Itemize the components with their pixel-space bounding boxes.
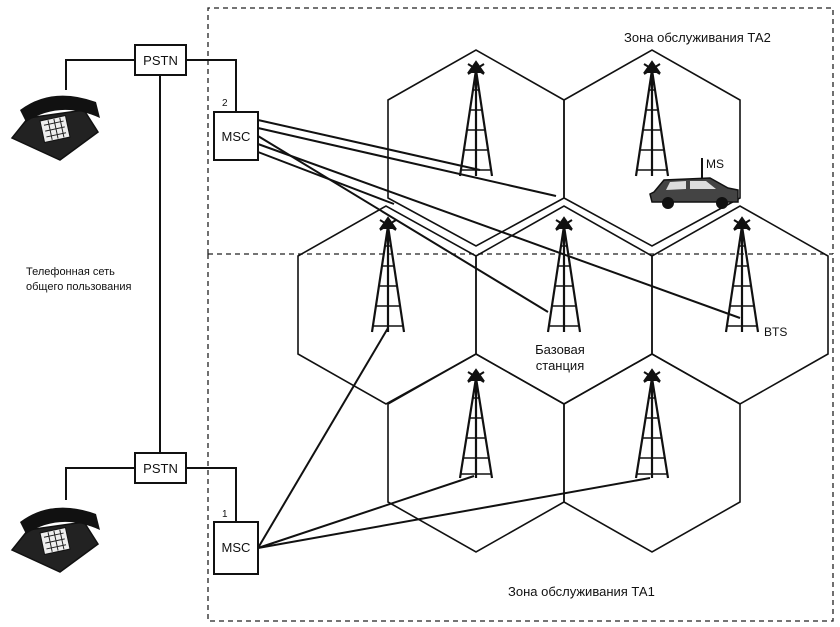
msc-1-number: 1 [222,509,228,520]
pstn-top-node: PSTN [134,44,187,76]
msc2-link [257,151,395,205]
towers [370,60,760,479]
msc-1-node: MSC 1 [213,509,259,575]
msc1-link [257,477,651,549]
pstn-bottom-label: PSTN [143,461,178,476]
antenna-tower-icon [458,60,494,177]
cell-grid [297,49,829,553]
zone-ta2-label: Зона обслуживания ТА2 [624,30,771,45]
antenna-tower-icon [546,216,582,333]
pstn-bottom-node: PSTN [134,452,187,484]
zone-ta2-boundary [207,7,834,254]
pstn-to-msc1-line [186,467,237,522]
service-zones [207,7,834,622]
car-icon [649,158,739,209]
cell-hex [563,49,741,247]
msc2-link [257,143,741,319]
phone-to-pstn-bottom-line [65,467,135,500]
pstn-to-msc2-line [186,59,237,112]
bts-label: BTS [764,325,787,339]
msc-2-node: MSC 2 [213,98,259,161]
msc2-link [257,135,549,313]
antenna-tower-icon [634,60,670,177]
phone-to-pstn-top-line [65,59,135,90]
ms-label: MS [706,157,724,171]
antenna-tower-icon [370,216,406,333]
zone-ta1-label: Зона обслуживания ТА1 [508,584,655,599]
base-station-label-line2: станция [536,358,584,373]
msc-1-label: MSC [222,540,251,555]
telephone-icon [10,507,100,573]
msc1-link [257,327,389,549]
network-label-line1: Телефонная сеть [26,266,115,278]
network-label-line2: общего пользования [26,281,131,293]
zone-ta1-boundary [207,254,834,622]
cell-hex [563,353,741,553]
msc2-link [257,119,481,171]
telephone-icon [10,95,100,161]
antenna-tower-icon [634,368,670,479]
msc-2-label: MSC [222,129,251,144]
msc-bts-links [257,119,741,549]
msc2-link [257,127,557,197]
msc-2-number: 2 [222,98,228,109]
msc1-link [257,475,475,549]
antenna-tower-icon [458,368,494,479]
pstn-wiring [65,59,237,522]
antenna-tower-icon [724,216,760,333]
pstn-top-label: PSTN [143,53,178,68]
base-station-label-line1: Базовая [535,342,585,357]
